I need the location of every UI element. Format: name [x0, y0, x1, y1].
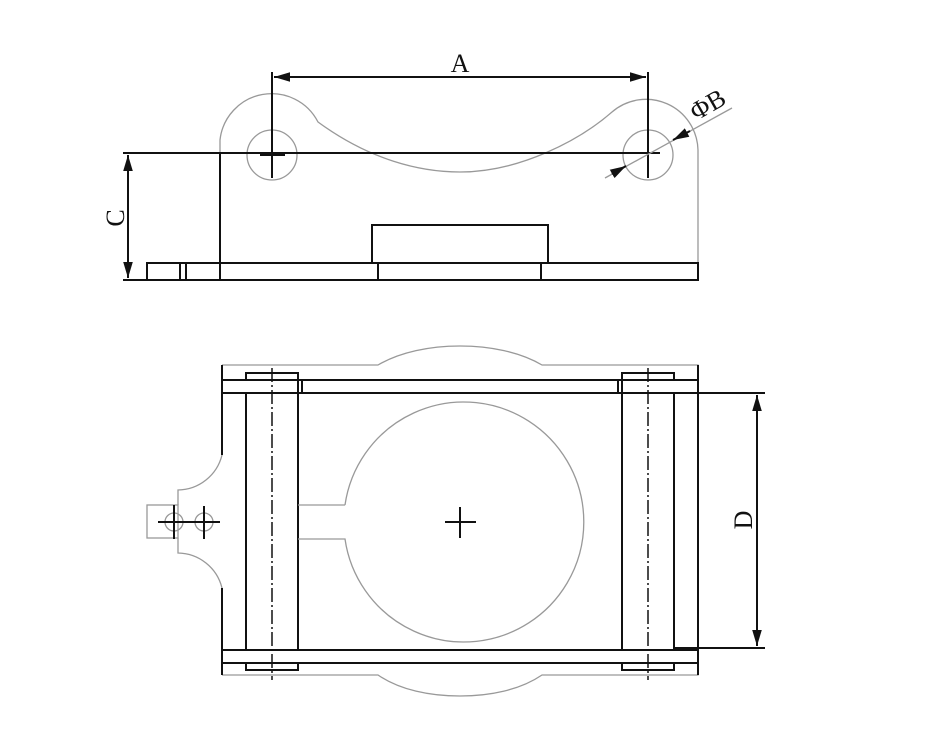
turntable-circle: [298, 401, 585, 643]
raised-block: [371, 224, 549, 264]
base-plate: [146, 262, 699, 281]
left-tab-outline: [177, 454, 223, 589]
dimension-d-label: D: [729, 511, 758, 530]
dimension-b-label: ΦB: [685, 83, 731, 126]
top-view: D: [146, 345, 765, 697]
side-profile-outline: [219, 93, 699, 265]
side-view: A C ΦB: [101, 49, 733, 281]
dimension-c-label: C: [101, 209, 130, 226]
dimension-a-label: A: [451, 49, 470, 78]
